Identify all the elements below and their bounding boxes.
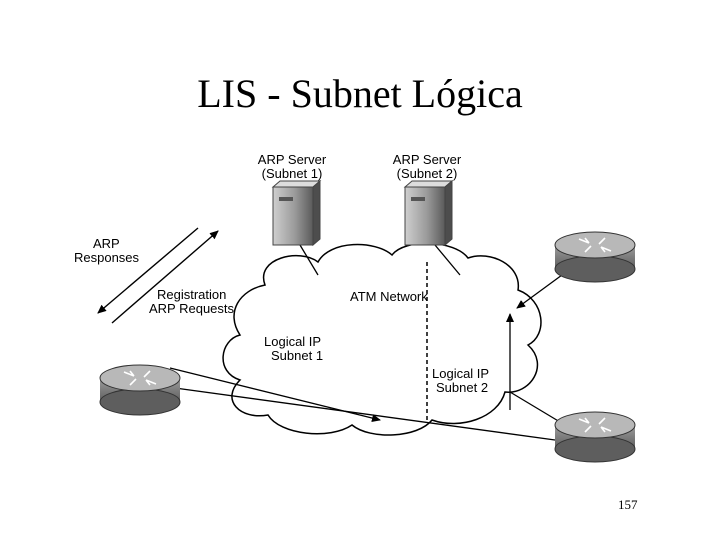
- subnet1-label-line2: Subnet 1: [271, 348, 323, 363]
- registration-label-line2: ARP Requests: [149, 301, 235, 316]
- left-router-to-bottom-right-link: [174, 387, 556, 441]
- server1-label-line1: ARP Server: [258, 152, 327, 167]
- router-bottom-right-icon: [554, 411, 636, 463]
- page-number: 157: [618, 497, 638, 512]
- router-left-icon: [99, 364, 181, 416]
- arp-responses-arrow: [97, 227, 199, 314]
- server2-label-line1: ARP Server: [393, 152, 462, 167]
- registration-label-line1: Registration: [157, 287, 226, 302]
- router-top-right-icon: [554, 231, 636, 283]
- slide-title: LIS - Subnet Lógica: [197, 71, 523, 116]
- arp-server-1-icon: [271, 179, 322, 247]
- subnet2-label-line2: Subnet 2: [436, 380, 488, 395]
- arp-responses-label-line1: ARP: [93, 236, 120, 251]
- server1-link: [299, 244, 319, 276]
- arp-server-2-icon: [403, 179, 454, 247]
- atm-network-label: ATM Network: [350, 289, 428, 304]
- arp-responses-label-line2: Responses: [74, 250, 140, 265]
- cloud-to-bottom-right-link: [509, 391, 566, 426]
- subnet1-label-line1: Logical IP: [264, 334, 321, 349]
- server1-label-line2: (Subnet 1): [262, 166, 323, 181]
- top-right-router-link-arrow: [516, 274, 563, 309]
- server2-link: [434, 244, 461, 276]
- server2-label-line2: (Subnet 2): [397, 166, 458, 181]
- arp-requests-arrow: [111, 230, 219, 324]
- subnet2-label-line1: Logical IP: [432, 366, 489, 381]
